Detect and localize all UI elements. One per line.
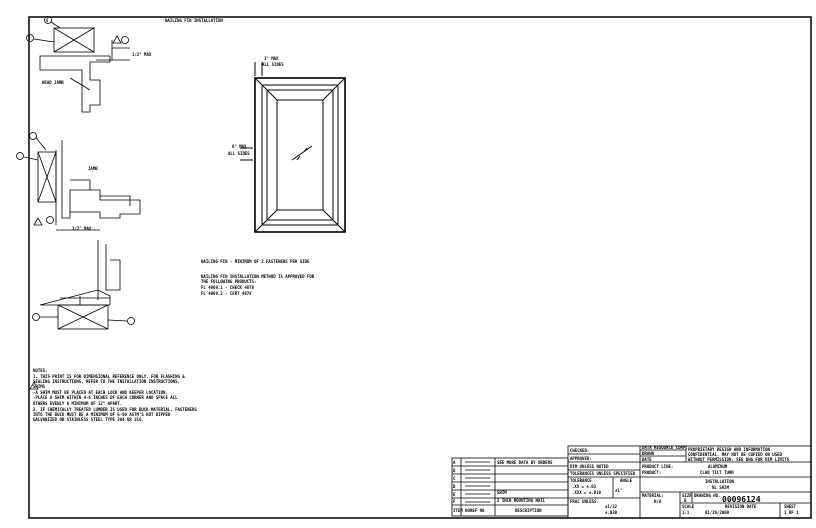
frac-value: ±1/32 (605, 504, 618, 509)
marker-6: 6 (46, 18, 49, 23)
max-1-label: 1" MAX (264, 56, 279, 61)
all-sides-6-label: ALL SIDES (228, 151, 250, 156)
fin-note: NAILING FIN - MINIMUM OF 2 FASTENERS PER… (201, 259, 310, 264)
company-line: PROPRIETARY DESIGN AND INFORMATION (688, 447, 770, 452)
col-ref-no: REF NO (470, 508, 485, 513)
material-label: MATERIAL: (642, 493, 664, 498)
checked-label: CHECKED: (570, 448, 589, 453)
head-jamb-section (26, 16, 130, 113)
approval-line-1: NAILING FIN INSTALLATION METHOD IS APPRO… (201, 274, 315, 279)
frac-label: FRAC UNLESS (570, 499, 597, 504)
product-value: CLAD TILT TURN (700, 470, 734, 475)
tolerance-label: TOLERANCE (570, 478, 592, 483)
sheet-border (28, 16, 812, 519)
drawing-no-label: DRAWING NO. (694, 493, 721, 498)
product-line-label: PRODUCT LINE: (642, 464, 673, 469)
tolerance-header: TOLERANCES UNLESS SPECIFIED (570, 471, 636, 476)
marker-1: 1 (28, 36, 31, 41)
revision-date-value: 01/26/2009 (705, 510, 730, 515)
note-line: INTO THE BUCK MUST BE A MINIMUM OF G-90 … (33, 412, 171, 417)
all-sides-1-label: ALL SIDES (262, 62, 284, 67)
max-6-label: 6" MAX (232, 144, 247, 149)
head-jamb-label: HEAD JAMB (42, 80, 64, 85)
rev-letter: F (453, 499, 456, 504)
company-line: WITHOUT PERMISSION. SEE DWG FOR DIM LIMI… (688, 457, 790, 462)
sheet-label: SHEET (784, 504, 797, 509)
col-description: DESCRIPTION (515, 508, 542, 513)
rev-desc: SEE MORE DATA BY ORDERS (497, 460, 553, 465)
angle-label: ANGLE (620, 478, 633, 483)
frac-value-2: ±.030 (605, 510, 618, 515)
rev-letter: C (453, 476, 456, 481)
rev-letter: A (453, 460, 456, 465)
date-label: DATE (642, 457, 652, 462)
dim-mid-label: 1/2" MAX (72, 226, 92, 231)
sill-section (32, 240, 135, 330)
approval-line-4: FL 4969.2 - CERT 4878 (201, 291, 252, 296)
note-line: GALVANIZED OR STAINLESS STEEL TYPE 304 O… (33, 417, 144, 422)
tolerance-xxx: .XXX = ±.010 (572, 490, 601, 495)
sheet-title: NAILING FIN INSTALLATION (165, 18, 223, 23)
scale-value: 1:1 (682, 510, 690, 515)
material-value: N/A (654, 499, 662, 504)
rev-letter: B (453, 468, 456, 473)
tolerance-xx: .XX = ±.03 (572, 484, 597, 489)
note-line: OTHERS EVENLY A MINIMUM OF 12" APART. (33, 401, 122, 406)
revision-date-label: REVISION DATE (725, 504, 757, 509)
rev-letter: D (453, 484, 456, 489)
scale-label: SCALE (682, 504, 695, 509)
dim-top-label: 1/2" MAX (132, 52, 152, 57)
note-line: -PLACE A SHIM WITHIN 4-6 INCHES OF EACH … (33, 395, 178, 400)
company-line: CONFIDENTIAL. MAY NOT BE COPIED OR USED (688, 452, 783, 457)
rev-desc: 2 INCH MOUNTING NAIL (497, 498, 546, 503)
notes-block: NOTES: 1. THIS PRINT IS FOR DIMENSIONAL … (29, 368, 197, 422)
drawing-description-2: NL SHIM (712, 485, 729, 490)
drawing-number: 00096124 (722, 495, 761, 504)
revision-table (451, 457, 569, 517)
angle-value: ±1° (615, 488, 622, 493)
approved-label: APPROVED: (570, 456, 592, 461)
size-label: SIZE (682, 493, 692, 498)
jamb-section (16, 132, 141, 231)
note-line: SEALING INSTRUCTIONS, REFER TO THE INSTA… (33, 379, 180, 384)
rev-letter: E (453, 492, 456, 497)
note-line: SHIMS (33, 384, 46, 389)
drawn-label: DRAWN (642, 451, 655, 456)
size-value: B (684, 498, 687, 503)
product-label: PRODUCT: (642, 470, 661, 475)
window-elevation (240, 62, 346, 233)
sheet-value: 1 OF 1 (784, 510, 799, 515)
note-line: -A SHIM MUST BE PLACED AT EACH LOCK AND … (33, 390, 168, 395)
product-line-value: ALUMINUM (708, 464, 728, 469)
company-header: DATA RESOURCE CORP. (642, 445, 688, 450)
jamb-label: JAMB (88, 166, 98, 171)
rev-desc: SHIM (497, 490, 507, 495)
col-item-no: ITEM NO (453, 508, 470, 513)
approval-line-2: THE FOLLOWING PRODUCTS: (201, 279, 256, 284)
title-block (567, 445, 812, 519)
note-line: 1. THIS PRINT IS FOR DIMENSIONAL REFEREN… (33, 374, 185, 379)
note-line: 2. IF CHEMICALLY TREATED LUMBER IS USED … (33, 407, 197, 412)
dim-unless-label: DIM UNLESS NOTED (570, 464, 609, 469)
notes-title: NOTES: (33, 368, 47, 373)
approval-line-3: FL 4969.1 - CHECK 4878 (201, 285, 255, 290)
drawing-description: INSTALLATION (705, 479, 734, 484)
